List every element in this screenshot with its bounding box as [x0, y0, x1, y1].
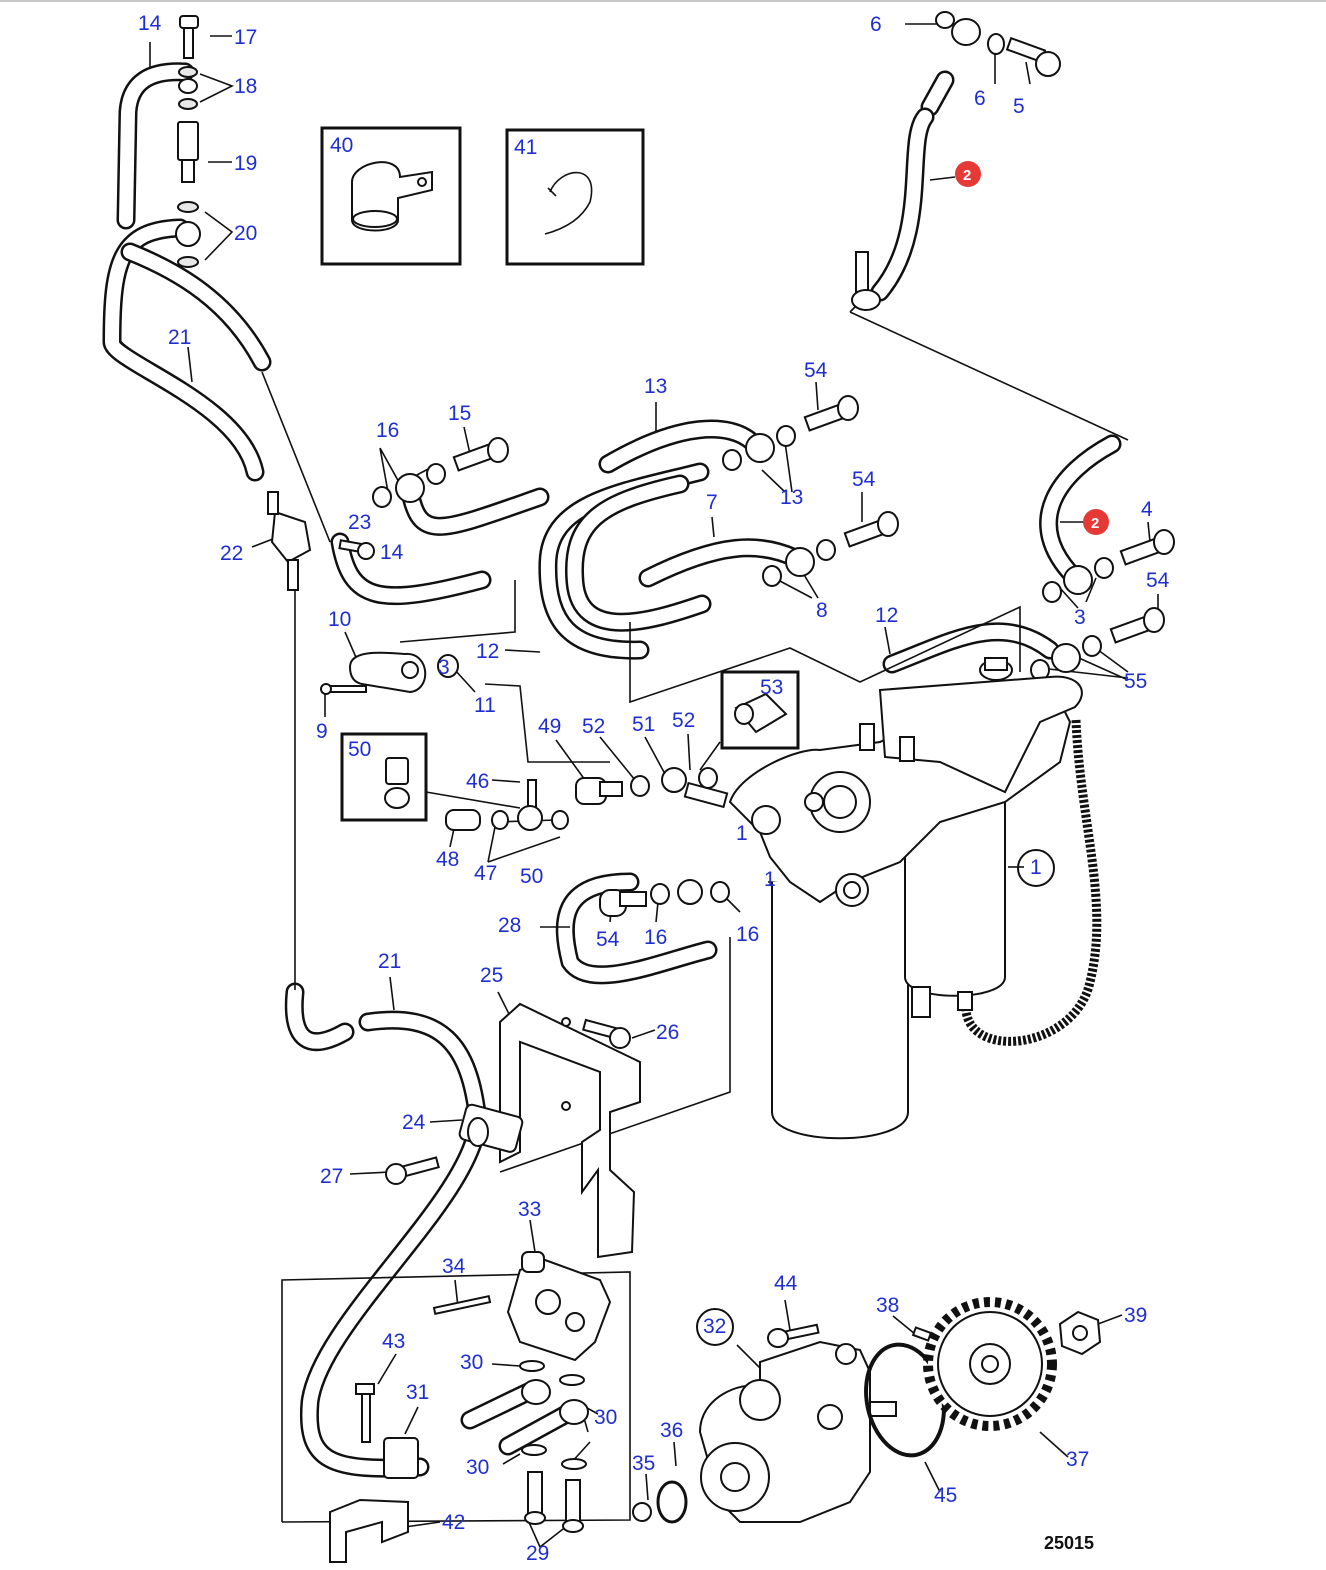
callout-39[interactable]: 39: [1124, 1304, 1147, 1327]
callout-11[interactable]: 11: [474, 694, 496, 717]
callout-10[interactable]: 10: [328, 608, 351, 631]
callout-3[interactable]: 3: [1074, 606, 1086, 629]
callout-47[interactable]: 47: [474, 862, 497, 885]
callout-46[interactable]: 46: [466, 770, 489, 793]
callout-14[interactable]: 14: [138, 12, 162, 35]
callout-6[interactable]: 6: [870, 13, 882, 36]
callout-15[interactable]: 15: [448, 402, 471, 425]
callout-40[interactable]: 40: [330, 134, 353, 157]
callout-54[interactable]: 54: [1146, 569, 1170, 592]
callout-48[interactable]: 48: [436, 848, 459, 871]
small-parts: [175, 11, 1175, 917]
fuel-filter-assembly: [728, 657, 1083, 1140]
callout-16[interactable]: 16: [376, 419, 399, 442]
callout-25[interactable]: 25: [480, 964, 503, 987]
callout-1[interactable]: 1: [1030, 856, 1042, 879]
badge-2[interactable]: 2: [1091, 515, 1099, 532]
callout-42[interactable]: 42: [442, 1511, 465, 1534]
drawing-number: 25015: [1044, 1533, 1094, 1553]
callout-52[interactable]: 52: [582, 715, 605, 738]
callout-5[interactable]: 5: [1013, 95, 1025, 118]
callout-34[interactable]: 34: [442, 1255, 466, 1278]
callout-32[interactable]: 32: [703, 1315, 726, 1338]
callout-43[interactable]: 43: [382, 1330, 405, 1353]
callout-38[interactable]: 38: [876, 1294, 899, 1317]
callout-23[interactable]: 23: [348, 511, 371, 534]
callout-12[interactable]: 12: [875, 604, 898, 627]
callout-30[interactable]: 30: [466, 1456, 489, 1479]
callout-20[interactable]: 20: [234, 222, 257, 245]
callout-21[interactable]: 21: [168, 326, 191, 349]
callout-54[interactable]: 54: [804, 359, 828, 382]
callout-22[interactable]: 22: [220, 542, 243, 565]
bracket-and-lower-parts: [329, 1002, 1102, 1563]
callout-4[interactable]: 4: [1141, 498, 1153, 521]
badge-2[interactable]: 2: [963, 167, 971, 184]
red-badges: 2 2: [955, 161, 1109, 535]
callout-16[interactable]: 16: [644, 926, 667, 949]
badge-marker: [1083, 509, 1109, 535]
callout-13[interactable]: 13: [780, 486, 803, 509]
callout-17[interactable]: 17: [234, 26, 257, 49]
callout-1[interactable]: 1: [764, 868, 776, 891]
callout-6[interactable]: 6: [974, 87, 986, 110]
callout-3[interactable]: 3: [438, 656, 450, 679]
callout-29[interactable]: 29: [526, 1542, 549, 1565]
hose-group: [102, 62, 1122, 1478]
callout-19[interactable]: 19: [234, 152, 257, 175]
callout-31[interactable]: 31: [406, 1381, 429, 1404]
callout-7[interactable]: 7: [706, 491, 718, 514]
callout-36[interactable]: 36: [660, 1419, 683, 1442]
callout-13[interactable]: 13: [644, 375, 667, 398]
callout-44[interactable]: 44: [774, 1272, 798, 1295]
callout-30[interactable]: 30: [594, 1406, 617, 1429]
callout-21[interactable]: 21: [378, 950, 401, 973]
callout-12[interactable]: 12: [476, 640, 499, 663]
callout-9[interactable]: 9: [316, 720, 328, 743]
callout-50[interactable]: 50: [348, 738, 371, 761]
callout-54[interactable]: 54: [596, 928, 620, 951]
callout-28[interactable]: 28: [498, 914, 521, 937]
callout-26[interactable]: 26: [656, 1021, 679, 1044]
callout-27[interactable]: 27: [320, 1165, 343, 1188]
callout-30[interactable]: 30: [460, 1351, 483, 1374]
callout-55[interactable]: 55: [1124, 670, 1147, 693]
callout-16[interactable]: 16: [736, 923, 759, 946]
callout-45[interactable]: 45: [934, 1484, 957, 1507]
callout-41[interactable]: 41: [514, 136, 537, 159]
callout-54[interactable]: 54: [852, 468, 876, 491]
callout-51[interactable]: 51: [632, 713, 655, 736]
callout-18[interactable]: 18: [234, 75, 257, 98]
callout-52[interactable]: 52: [672, 709, 695, 732]
leader-lines: [149, 23, 1159, 1548]
circled-callouts: [696, 849, 1055, 1346]
callout-14[interactable]: 14: [380, 541, 404, 564]
callout-53[interactable]: 53: [760, 676, 783, 699]
callout-35[interactable]: 35: [632, 1452, 655, 1475]
badge-marker: [955, 161, 981, 187]
callout-8[interactable]: 8: [816, 599, 828, 622]
callout-24[interactable]: 24: [402, 1111, 426, 1134]
callout-37[interactable]: 37: [1066, 1448, 1089, 1471]
callout-labels: 14 17 18 19 20 21 22 23 14 40 41 6 6 5 1…: [138, 12, 1170, 1565]
callout-1[interactable]: 1: [736, 822, 748, 845]
callout-33[interactable]: 33: [518, 1198, 541, 1221]
callout-50[interactable]: 50: [520, 865, 543, 888]
callout-49[interactable]: 49: [538, 715, 561, 738]
